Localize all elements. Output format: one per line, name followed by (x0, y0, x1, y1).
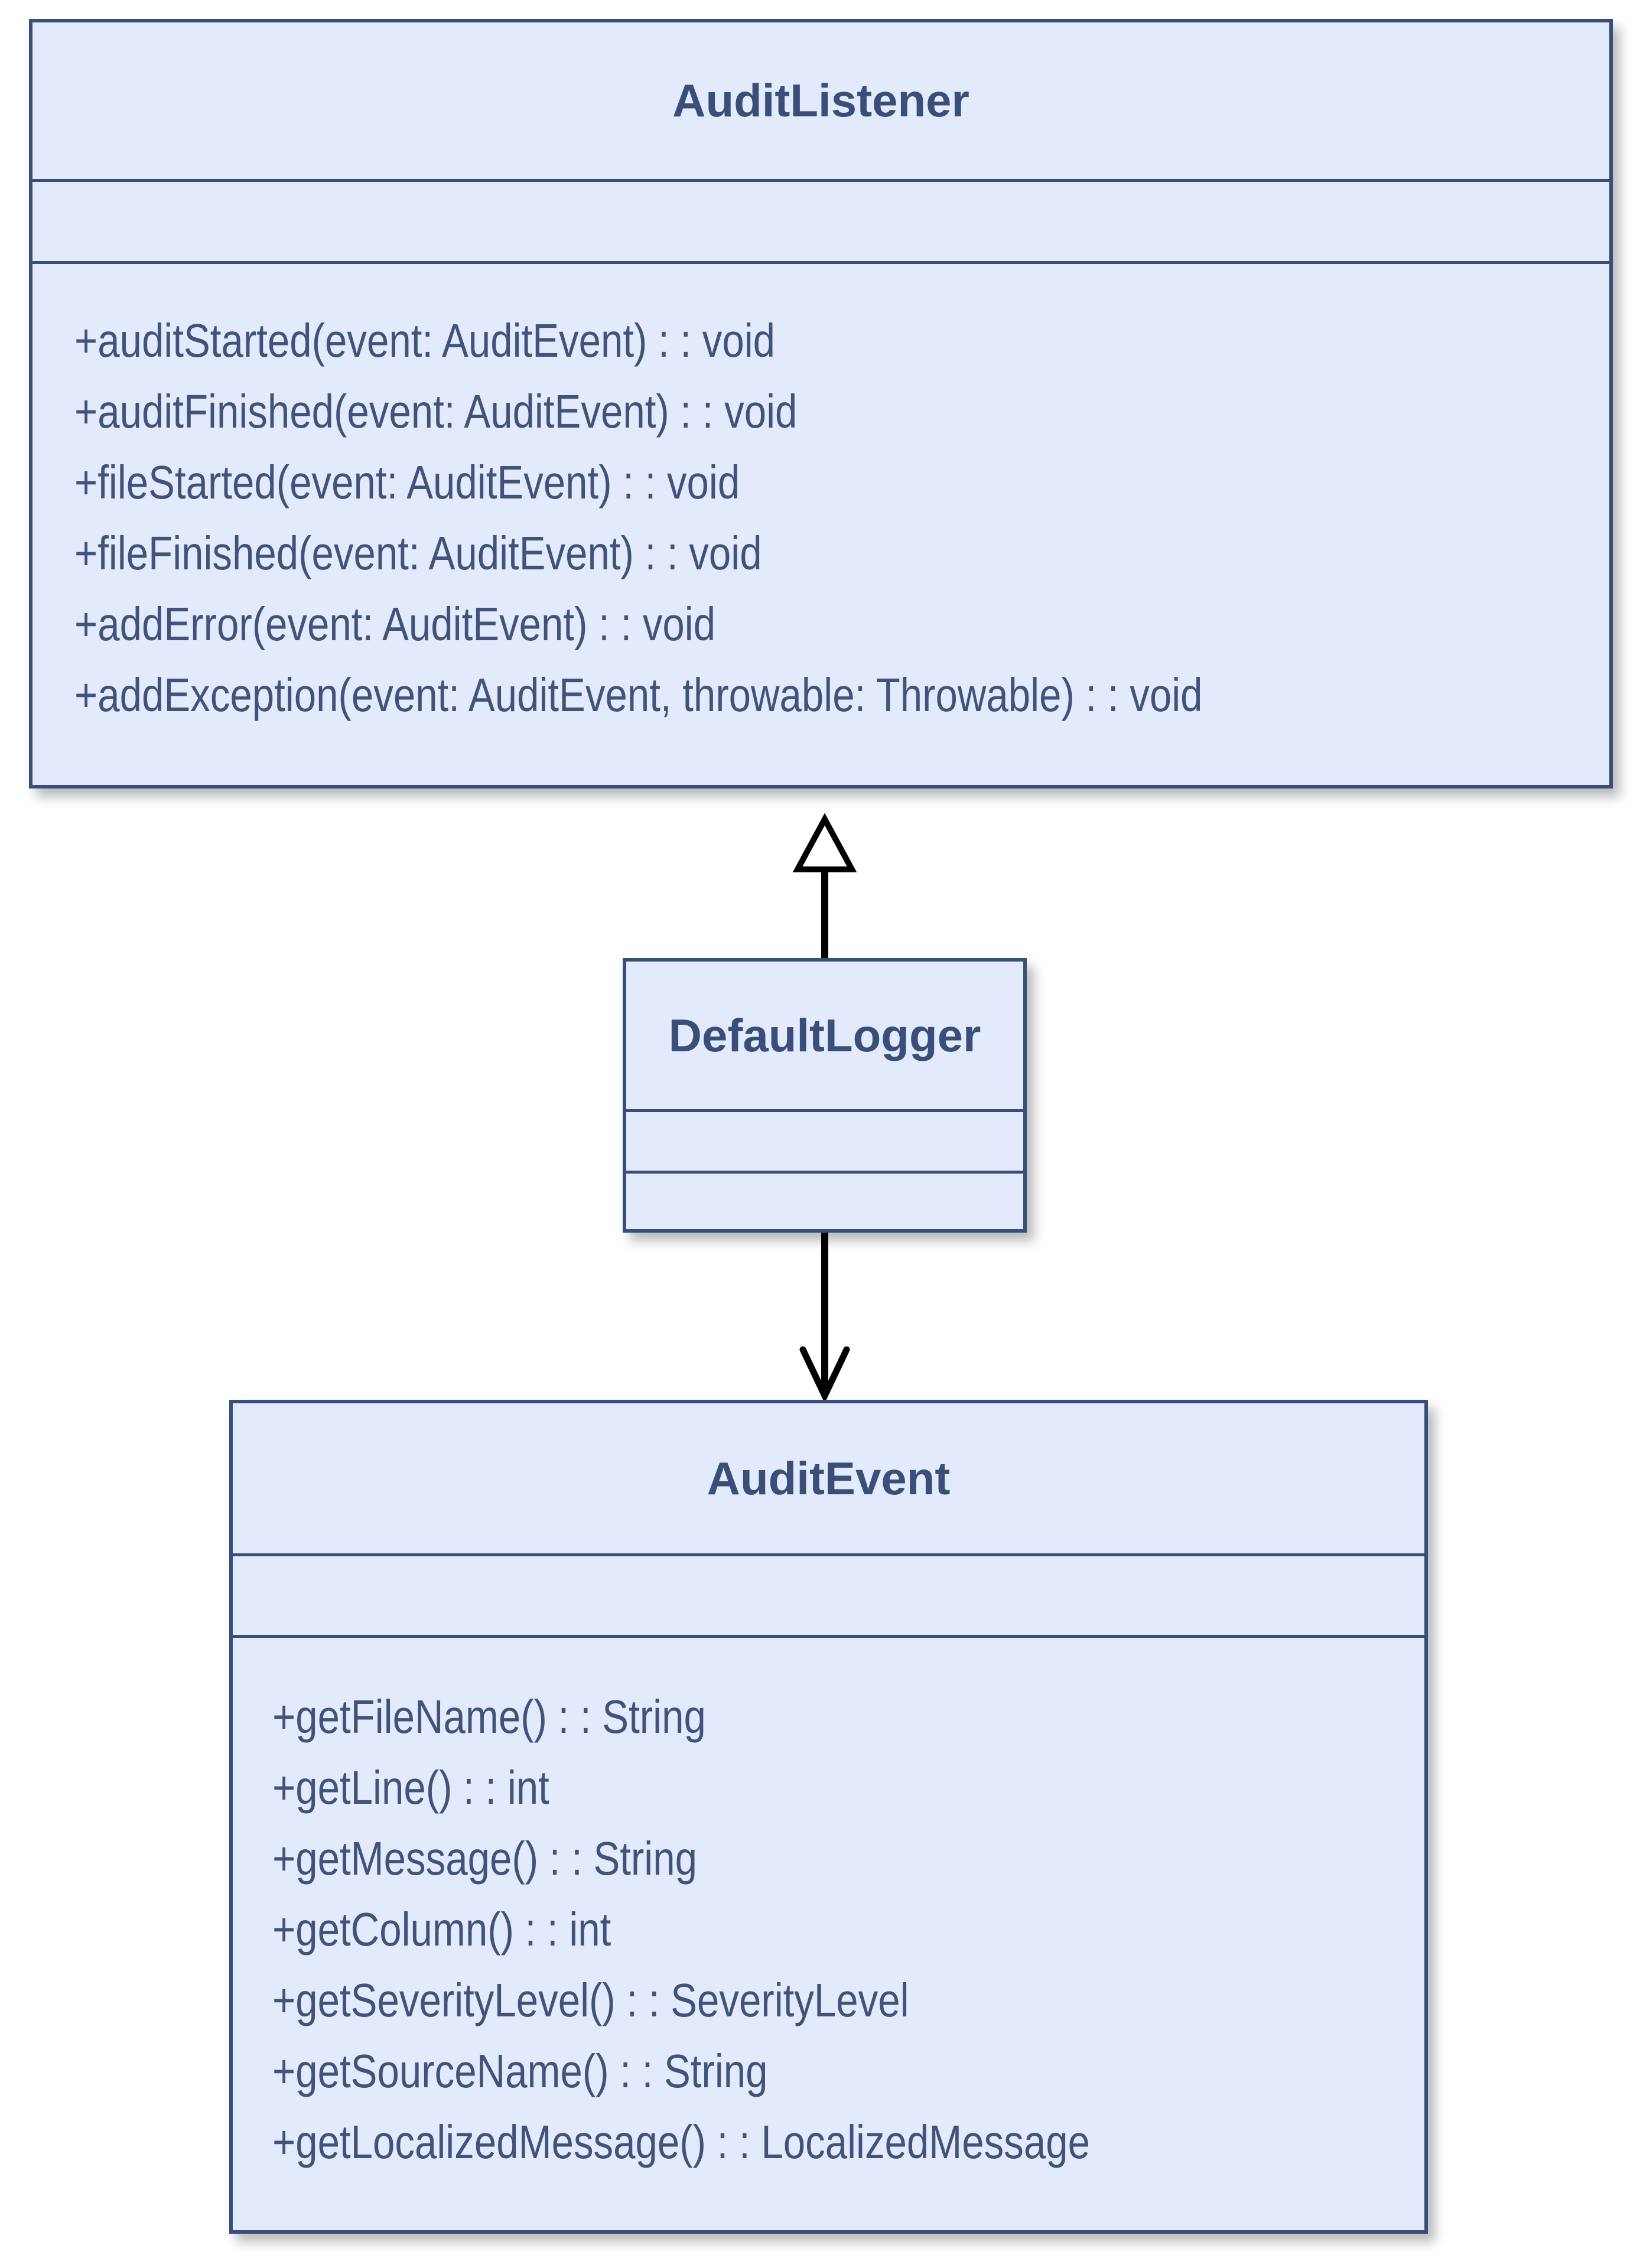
class-box-audit-event: AuditEvent +getFileName() : : String +ge… (229, 1400, 1428, 2234)
method-signature: +getColumn() : : int (272, 1903, 611, 1956)
generalization-arrow (792, 813, 857, 960)
open-arrowhead-icon (799, 1346, 850, 1403)
method-item: +auditFinished(event: AuditEvent) : : vo… (74, 376, 1586, 447)
class-box-default-logger: DefaultLogger (623, 958, 1027, 1233)
method-item: +getSourceName() : : String (272, 2036, 1401, 2107)
association-arrow (799, 1233, 850, 1403)
method-signature: +getMessage() : : String (272, 1832, 697, 1885)
method-signature: +fileFinished(event: AuditEvent) : : voi… (74, 527, 762, 579)
class-title-section: DefaultLogger (626, 962, 1023, 1109)
class-title: AuditEvent (707, 1452, 951, 1504)
method-item: +getLocalizedMessage() : : LocalizedMess… (272, 2107, 1401, 2178)
class-methods-section (626, 1171, 1023, 1229)
class-title: AuditListener (672, 74, 969, 126)
method-signature: +getLine() : : int (272, 1761, 549, 1814)
class-title: DefaultLogger (668, 1009, 981, 1061)
class-attributes-section (626, 1109, 1023, 1171)
method-item: +getLine() : : int (272, 1752, 1401, 1823)
class-attributes-section (32, 179, 1609, 261)
method-signature: +getLocalizedMessage() : : LocalizedMess… (272, 2116, 1090, 2168)
method-signature: +getSeverityLevel() : : SeverityLevel (272, 1974, 909, 2026)
method-item: +fileFinished(event: AuditEvent) : : voi… (74, 518, 1586, 589)
class-title-section: AuditListener (32, 22, 1609, 179)
method-signature: +addError(event: AuditEvent) : : void (74, 598, 716, 650)
method-item: +fileStarted(event: AuditEvent) : : void (74, 447, 1586, 518)
class-methods-section: +getFileName() : : String +getLine() : :… (233, 1635, 1424, 2230)
class-methods-section: +auditStarted(event: AuditEvent) : : voi… (32, 261, 1609, 785)
class-box-audit-listener: AuditListener +auditStarted(event: Audit… (29, 19, 1613, 788)
method-signature: +getSourceName() : : String (272, 2045, 768, 2097)
method-signature: +auditStarted(event: AuditEvent) : : voi… (74, 314, 776, 367)
method-item: +auditStarted(event: AuditEvent) : : voi… (74, 305, 1586, 376)
hollow-triangle-arrowhead-icon (792, 813, 857, 872)
method-item: +getSeverityLevel() : : SeverityLevel (272, 1965, 1401, 2036)
class-attributes-section (233, 1553, 1424, 1635)
method-item: +addError(event: AuditEvent) : : void (74, 589, 1586, 660)
class-title-section: AuditEvent (233, 1403, 1424, 1553)
method-item: +getColumn() : : int (272, 1894, 1401, 1965)
method-signature: +addException(event: AuditEvent, throwab… (74, 669, 1203, 721)
method-item: +addException(event: AuditEvent, throwab… (74, 660, 1586, 731)
method-signature: +fileStarted(event: AuditEvent) : : void (74, 456, 740, 509)
method-item: +getMessage() : : String (272, 1823, 1401, 1894)
method-item: +getFileName() : : String (272, 1682, 1401, 1752)
method-signature: +auditFinished(event: AuditEvent) : : vo… (74, 385, 798, 438)
method-signature: +getFileName() : : String (272, 1690, 706, 1743)
